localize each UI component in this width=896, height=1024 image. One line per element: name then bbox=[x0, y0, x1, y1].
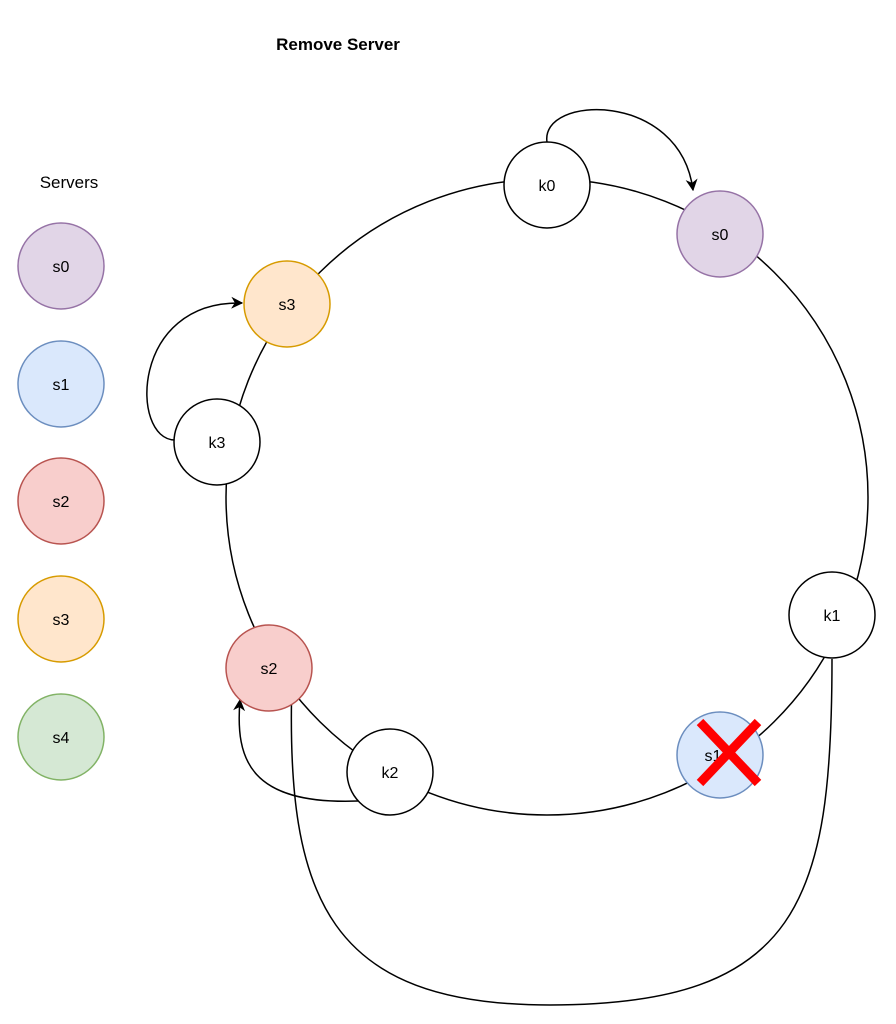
legend-heading: Servers bbox=[40, 173, 99, 192]
svg-text:s1: s1 bbox=[53, 377, 70, 394]
legend-item-s4: s4 bbox=[17, 693, 105, 781]
arrow-k3-to-s3 bbox=[146, 296, 244, 441]
svg-text:s4: s4 bbox=[53, 730, 70, 747]
svg-text:k1: k1 bbox=[824, 608, 841, 625]
server-node-s2: s2 bbox=[225, 624, 313, 712]
key-node-k3: k3 bbox=[173, 398, 261, 486]
diagram-title: Remove Server bbox=[276, 35, 400, 54]
svg-text:s2: s2 bbox=[53, 494, 70, 511]
svg-text:k2: k2 bbox=[382, 765, 399, 782]
hash-ring bbox=[225, 178, 869, 816]
server-node-s0: s0 bbox=[676, 190, 764, 278]
svg-text:s3: s3 bbox=[53, 612, 70, 629]
legend-item-s1: s1 bbox=[17, 340, 105, 428]
server-node-s3: s3 bbox=[243, 260, 331, 348]
svg-text:s0: s0 bbox=[712, 227, 729, 244]
legend-item-s0: s0 bbox=[17, 222, 105, 310]
arrow-k2-to-s2 bbox=[233, 698, 359, 802]
svg-text:s0: s0 bbox=[53, 259, 70, 276]
svg-text:k3: k3 bbox=[209, 435, 226, 452]
key-node-k1: k1 bbox=[788, 571, 876, 659]
legend-item-s2: s2 bbox=[17, 457, 105, 545]
key-node-k0: k0 bbox=[503, 141, 591, 229]
server-node-s1-removed: s1 bbox=[676, 711, 764, 799]
svg-text:k0: k0 bbox=[539, 178, 556, 195]
svg-text:s2: s2 bbox=[261, 661, 278, 678]
key-node-k2: k2 bbox=[346, 728, 434, 816]
svg-text:s3: s3 bbox=[279, 297, 296, 314]
arrow-k0-to-s0 bbox=[546, 108, 698, 192]
legend-item-s3: s3 bbox=[17, 575, 105, 663]
arrow-k1-to-s2 bbox=[285, 658, 833, 1006]
removed-x-icon bbox=[696, 718, 762, 787]
